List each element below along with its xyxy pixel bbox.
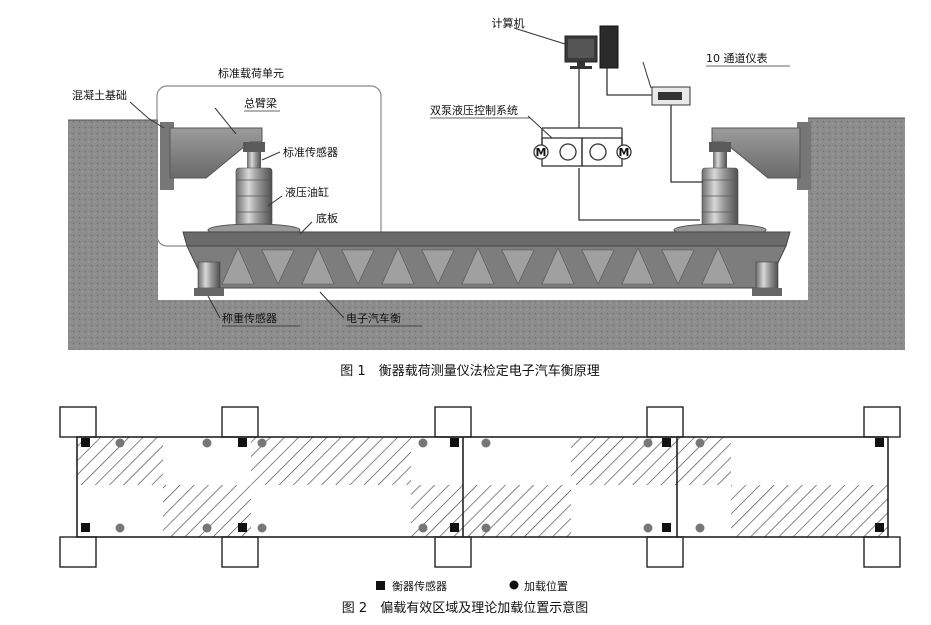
- left-hydraulic-cylinder: [207, 142, 301, 237]
- load-position-markers: [115, 438, 705, 533]
- support-brackets: [59, 406, 901, 568]
- sensor-markers: [81, 438, 884, 532]
- label-standard-load-unit: 标准载荷单元: [218, 66, 284, 80]
- leader-lines: [129, 27, 652, 319]
- legend-load-icon: [509, 580, 519, 590]
- label-main-arm-beam: 总臂梁: [244, 96, 277, 110]
- right-motor-icon: [616, 144, 632, 160]
- left-weighing-sensor: [194, 261, 224, 296]
- scale-platform-outline: [76, 436, 889, 538]
- label-dual-pump-system: 双泵液压控制系统: [430, 103, 518, 117]
- left-motor-icon: [533, 144, 549, 160]
- instrument-icon: [651, 86, 691, 106]
- label-computer: 计算机: [492, 16, 525, 30]
- truck-scale-platform: [182, 231, 791, 289]
- legend: 衡器传感器 加载位置: [376, 579, 568, 593]
- legend-sensor-label: 衡器传感器: [392, 580, 447, 593]
- signal-cables: [578, 68, 703, 221]
- figure-2-caption: 图 2 偏载有效区域及理论加载位置示意图: [342, 600, 588, 616]
- figure-2: 衡器传感器 加载位置 图 2 偏载有效区域及理论加载位置示意图: [59, 406, 901, 616]
- legend-load-label: 加载位置: [524, 579, 568, 593]
- label-instrument: 10 通道仪表: [706, 51, 768, 65]
- label-truck-scale: 电子汽车衡: [346, 311, 401, 325]
- right-motor-symbol: M: [619, 146, 630, 159]
- computer-icon: [564, 25, 619, 69]
- label-hydraulic-cylinder: 液压油缸: [285, 185, 329, 199]
- left-pump-icon: [559, 143, 577, 161]
- label-standard-sensor: 标准传感器: [283, 145, 338, 159]
- figure-1-caption: 图 1 衡器载荷测量仪法检定电子汽车衡原理: [340, 363, 599, 379]
- label-concrete-foundation: 混凝土基础: [72, 88, 127, 102]
- concrete-foundation: [68, 117, 905, 350]
- left-arm-beam: [160, 122, 263, 190]
- dual-pump-hydraulic-system: M M: [533, 127, 632, 167]
- right-weighing-sensor: [752, 261, 782, 296]
- label-weighing-sensor: 称重传感器: [222, 311, 277, 325]
- left-motor-symbol: M: [536, 146, 547, 159]
- legend-sensor-icon: [376, 581, 385, 590]
- label-base-plate: 底板: [316, 211, 338, 225]
- figure-1: M M 计算机 10 通道仪表 标准载荷单元 混凝土基础 总臂梁 标准传感器 双…: [68, 16, 905, 379]
- right-pump-icon: [589, 143, 607, 161]
- eccentric-load-zones: [77, 437, 888, 537]
